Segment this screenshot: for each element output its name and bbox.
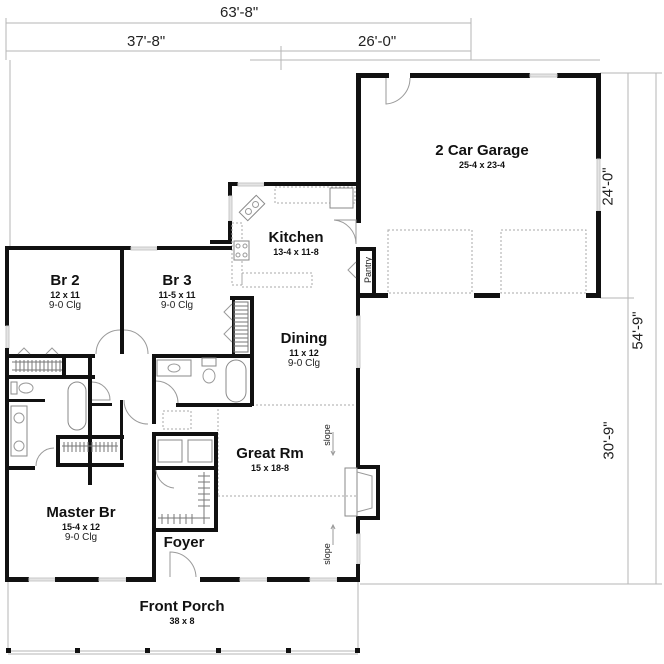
room-name: Kitchen <box>268 229 324 246</box>
dimension-house-depth: 30'-9" <box>600 421 618 460</box>
room-name: Br 2 <box>50 272 80 289</box>
room-size: 25-4 x 23-4 <box>458 160 506 170</box>
pantry <box>347 247 376 298</box>
room-name: Great Rm <box>236 445 304 462</box>
room-ceiling: 9-0 Clg <box>48 300 82 311</box>
front-wall <box>5 551 360 582</box>
dimension-garage-depth: 24'-0" <box>599 167 617 206</box>
room-master-bedroom: Master Br 15-4 x 12 9-0 Clg <box>46 505 115 543</box>
room-name: Dining <box>280 330 328 347</box>
room-name: Foyer <box>163 534 205 551</box>
slope-annotation-lower: slope <box>321 543 332 565</box>
room-br3: Br 3 11-5 x 11 9-0 Clg <box>158 273 195 311</box>
room-size: 15-4 x 12 <box>61 522 101 532</box>
dimension-overall-width: 63'-8" <box>220 4 259 21</box>
dimension-right-width: 26'-0" <box>358 33 397 50</box>
room-size: 11-5 x 11 <box>158 290 196 300</box>
room-garage: 2 Car Garage 25-4 x 23-4 <box>435 143 528 170</box>
room-ceiling: 9-0 Clg <box>287 358 321 369</box>
room-ceiling: 9-0 Clg <box>160 300 194 311</box>
dimension-overall-depth: 54'-9" <box>629 311 647 350</box>
room-great-room: Great Rm 15 x 18-8 <box>236 446 304 473</box>
room-name: Master Br <box>46 504 116 521</box>
room-name: Front Porch <box>139 598 225 615</box>
room-br2: Br 2 12 x 11 9-0 Clg <box>49 273 81 311</box>
slope-annotation-upper: slope <box>321 424 332 446</box>
room-name: 2 Car Garage <box>435 142 529 159</box>
room-size: 11 x 12 <box>289 348 319 358</box>
room-size: 15 x 18-8 <box>250 463 290 473</box>
room-front-porch: Front Porch 38 x 8 <box>140 599 225 626</box>
room-foyer: Foyer <box>164 535 205 550</box>
room-size: 38 x 8 <box>169 616 195 626</box>
room-dining: Dining 11 x 12 9-0 Clg <box>281 331 328 369</box>
front-porch-outline <box>6 582 360 655</box>
kitchen-walls <box>210 182 360 288</box>
dimension-lines <box>5 18 662 585</box>
garage-walls <box>356 73 601 298</box>
room-ceiling: 9-0 Clg <box>64 532 98 543</box>
room-pantry: Pantry <box>363 256 374 284</box>
room-name: Br 3 <box>162 272 192 289</box>
bedroom-walls <box>5 246 254 581</box>
room-size: 13-4 x 11-8 <box>273 247 319 257</box>
room-size: 12 x 11 <box>50 290 80 300</box>
dining-great-walls <box>217 296 380 580</box>
room-kitchen: Kitchen 13-4 x 11-8 <box>268 230 323 257</box>
dimension-left-width: 37'-8" <box>127 33 166 50</box>
